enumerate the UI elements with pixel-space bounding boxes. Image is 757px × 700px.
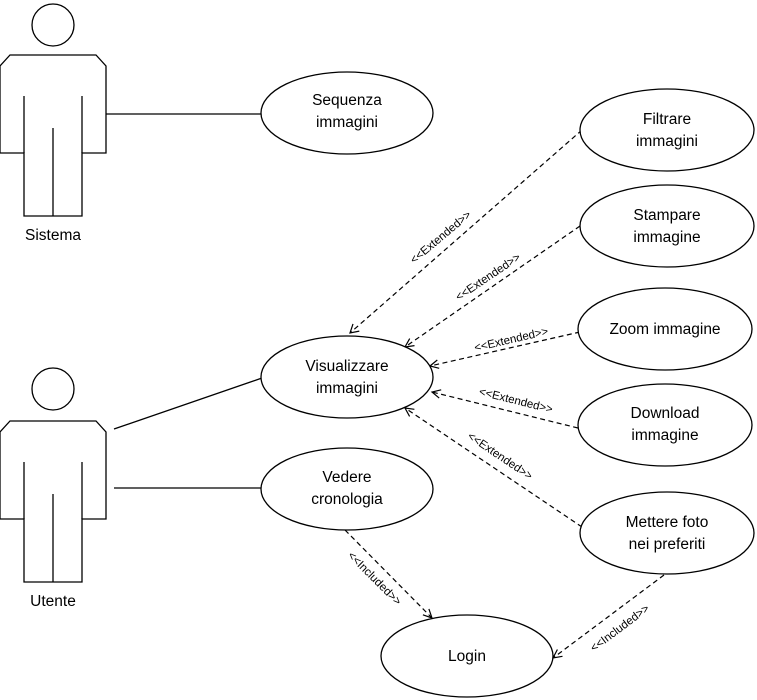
use-case-label: immagini [316,380,378,397]
include-label-cronologia-login: <<Included>> [345,550,403,608]
use-case-label: immagini [316,114,378,131]
use-case-label: immagine [631,427,698,444]
extend-label-zoom: <<Extended>> [473,326,549,355]
extend-line-filtrare [349,129,583,334]
extend-line-zoom [429,331,581,367]
use-case-label: Mettere foto [626,514,709,531]
actor-utente-label: Utente [30,593,76,610]
actor-utente-head [31,367,75,411]
use-case-sequenza-immagini: Sequenza immagini [260,71,434,155]
use-case-label: Sequenza [312,92,382,109]
use-case-visualizzare-immagini: Visualizzare immagini [260,335,434,419]
use-case-label: Login [448,648,486,665]
include-line-cronologia-login [344,529,433,619]
use-case-label: Zoom immagine [609,321,720,338]
include-line-preferiti-login [552,574,665,659]
include-label-preferiti-login: <<Included>> [588,602,652,654]
actor-sistema-label: Sistema [25,227,81,244]
use-case-label: Visualizzare [305,358,388,375]
use-case-vedere-cronologia: Vedere cronologia [260,447,434,531]
use-case-label: Vedere [322,469,371,486]
actor-utente: Utente [0,367,107,610]
use-case-label: nei preferiti [629,536,706,553]
extend-label-preferiti: <<Extended>> [465,430,535,482]
extend-line-preferiti [404,407,583,528]
extend-label-download: <<Extended>> [478,386,554,416]
associations [106,113,263,489]
use-case-label: immagine [633,229,700,246]
association-utente-visualizzare [113,377,263,430]
actor-sistema-head [31,3,75,47]
use-case-label: immagini [636,133,698,150]
use-case-login: Login [380,614,554,698]
use-case-filtrare-immagini: Filtrare immagini [579,88,755,172]
use-case-label: Stampare [633,207,700,224]
actor-sistema: Sistema [0,3,107,244]
use-case-label: cronologia [311,491,383,508]
use-case-zoom-immagine: Zoom immagine [577,287,753,371]
use-case-label: Filtrare [643,111,691,128]
use-case-label: Download [631,405,700,422]
use-case-mettere-foto-nei-preferiti: Mettere foto nei preferiti [579,491,755,575]
use-case-stampare-immagine: Stampare immagine [579,184,755,268]
extend-line-stampare [404,225,581,348]
extend-label-filtrare: <<Extended>> [408,209,474,267]
extend-label-stampare: <<Extended>> [454,251,524,303]
use-case-download-immagine: Download immagine [577,383,753,467]
